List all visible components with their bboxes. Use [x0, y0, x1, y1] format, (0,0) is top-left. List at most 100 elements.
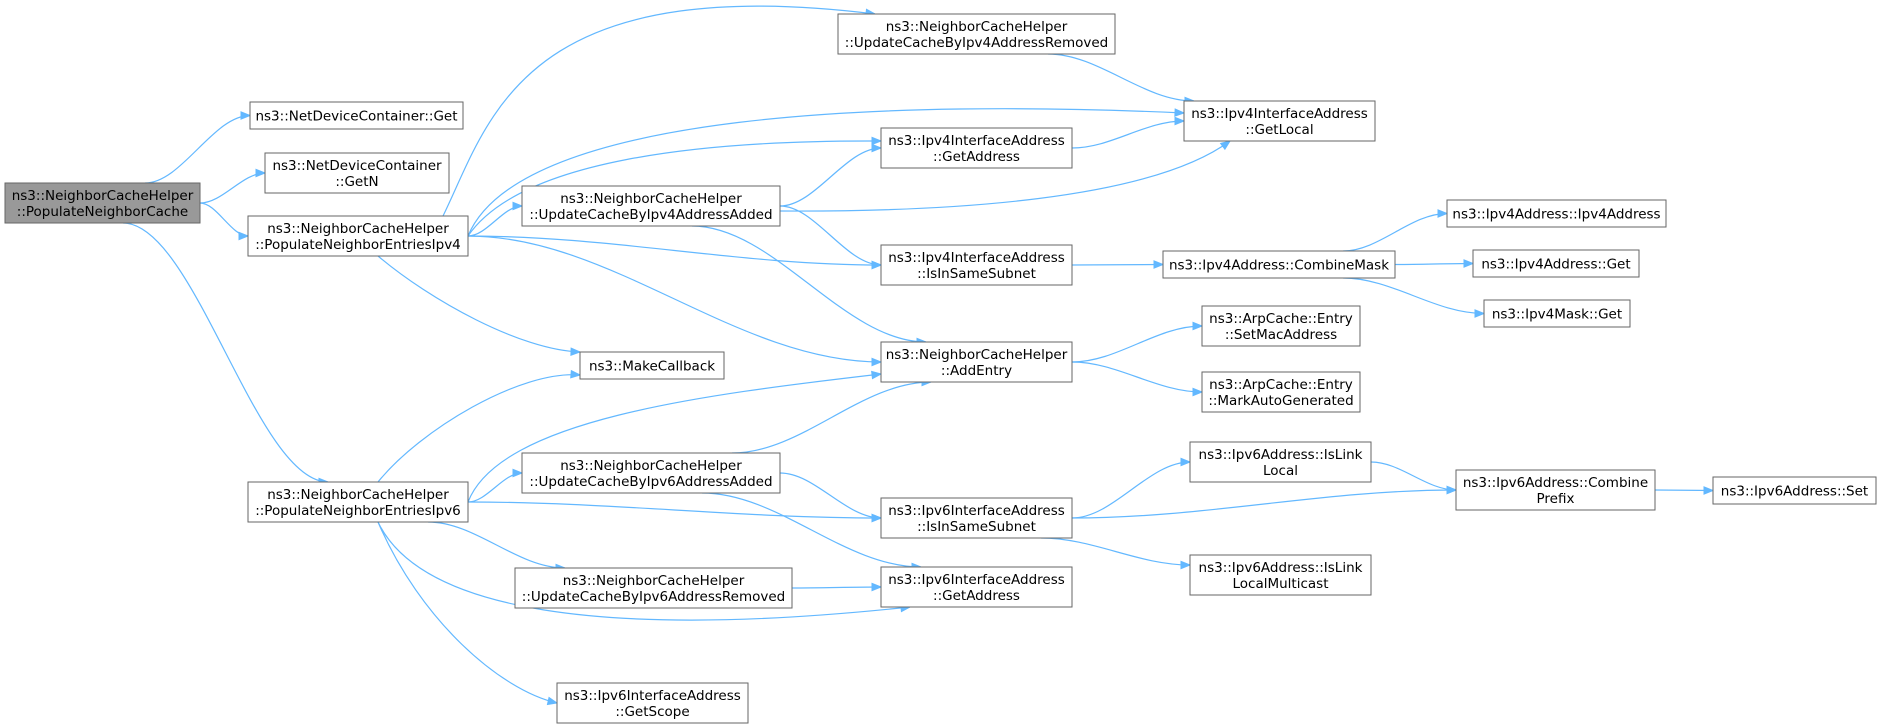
node-label-line: ::MarkAutoGenerated — [1208, 393, 1353, 409]
edge-populate_neighbor_cache-to-populate_entries_ipv6 — [122, 222, 330, 487]
node-label-line: ns3::Ipv6InterfaceAddress — [888, 572, 1065, 588]
edge-line — [442, 5, 876, 217]
node-ipv4addr-get[interactable]: ns3::Ipv4Address::Get — [1472, 249, 1640, 278]
node-populate-neighbor-cache[interactable]: ns3::NeighborCacheHelper::PopulateNeighb… — [4, 182, 201, 224]
node-box — [247, 215, 469, 257]
node-label-line: ns3::NeighborCacheHelper — [560, 191, 742, 207]
node-box — [1455, 469, 1656, 511]
node-label-line: ns3::NeighborCacheHelper — [563, 573, 745, 589]
node-box — [880, 341, 1073, 383]
node-box — [1183, 100, 1376, 142]
node-label-line: ::PopulateNeighborEntriesIpv6 — [255, 503, 461, 519]
node-ipv4addr-ctor[interactable]: ns3::Ipv4Address::Ipv4Address — [1446, 199, 1667, 228]
edge-line — [731, 381, 932, 454]
node-ipv4if-getlocal[interactable]: ns3::Ipv4InterfaceAddress::GetLocal — [1183, 100, 1376, 142]
node-ipv6if-getaddress[interactable]: ns3::Ipv6InterfaceAddress::GetAddress — [880, 566, 1073, 608]
edge-line — [467, 108, 1185, 237]
node-label-line: ns3::Ipv4InterfaceAddress — [1191, 106, 1368, 122]
node-arp-markauto[interactable]: ns3::ArpCache::Entry::MarkAutoGenerated — [1201, 371, 1361, 413]
node-update-ipv4-removed[interactable]: ns3::NeighborCacheHelper::UpdateCacheByI… — [837, 13, 1116, 55]
node-box — [521, 452, 781, 494]
node-netdevicecontainer-get[interactable]: ns3::NetDeviceContainer::Get — [249, 101, 464, 130]
node-label-line: ns3::Ipv4Address::Ipv4Address — [1452, 207, 1660, 223]
edge-line — [199, 202, 249, 237]
node-label-line: ns3::NeighborCacheHelper — [267, 221, 449, 237]
edge-line — [1071, 120, 1185, 149]
node-box — [556, 682, 749, 724]
edge-populate_neighbor_cache-to-netdevicecontainer_get — [144, 111, 252, 184]
edge-arrowhead — [871, 357, 883, 367]
edge-ipv6if_isinsamesubnet-to-ipv6addr_islinklocal — [1071, 457, 1192, 519]
edge-populate_entries_ipv4-to-update_ipv4_removed — [442, 5, 877, 217]
edge-ipv4addr_combinemask-to-ipv4addr_ctor — [1342, 209, 1449, 252]
node-ipv6if-isinsamesubnet[interactable]: ns3::Ipv6InterfaceAddress::IsInSameSubne… — [880, 497, 1073, 539]
edge-line — [779, 205, 882, 266]
node-arp-setmac[interactable]: ns3::ArpCache::Entry::SetMacAddress — [1201, 305, 1361, 347]
node-label-line: ns3::Ipv6InterfaceAddress — [888, 503, 1065, 519]
node-update-ipv4-added[interactable]: ns3::NeighborCacheHelper::UpdateCacheByI… — [521, 185, 781, 227]
edge-populate_entries_ipv6-to-ipv6if_isinsamesubnet — [467, 501, 883, 523]
node-box — [249, 101, 464, 130]
node-label-line: ::UpdateCacheByIpv6AddressAdded — [529, 474, 772, 490]
edge-update_ipv6_added-to-add_entry — [731, 377, 933, 454]
edge-populate_neighbor_cache-to-populate_entries_ipv4 — [199, 202, 250, 241]
node-label-line: ns3::MakeCallback — [589, 359, 715, 375]
node-box — [579, 351, 725, 380]
node-netdevicecontainer-getn[interactable]: ns3::NetDeviceContainer::GetN — [264, 152, 450, 194]
node-label-line: ns3::Ipv6InterfaceAddress — [564, 688, 741, 704]
node-update-ipv6-added[interactable]: ns3::NeighborCacheHelper::UpdateCacheByI… — [521, 452, 781, 494]
node-update-ipv6-removed[interactable]: ns3::NeighborCacheHelper::UpdateCacheByI… — [514, 567, 793, 609]
node-ipv6addr-set[interactable]: ns3::Ipv6Address::Set — [1712, 476, 1877, 505]
node-add-entry[interactable]: ns3::NeighborCacheHelper::AddEntry — [880, 341, 1073, 383]
node-box — [514, 567, 793, 609]
edge-line — [467, 140, 882, 237]
edge-arrowhead — [546, 696, 559, 706]
edge-add_entry-to-arp_setmac — [1071, 321, 1204, 363]
edge-populate_entries_ipv4-to-make_callback — [377, 255, 582, 357]
node-label-line: ns3::NeighborCacheHelper — [886, 347, 1068, 363]
edge-line — [1370, 461, 1457, 491]
edge-line — [377, 521, 911, 621]
node-label-line: ns3::Ipv6Address::IsLink — [1199, 560, 1363, 576]
node-box — [1201, 305, 1361, 347]
node-ipv4if-getaddress[interactable]: ns3::Ipv4InterfaceAddress::GetAddress — [880, 127, 1073, 169]
node-box — [837, 13, 1116, 55]
edge-line — [1040, 537, 1191, 566]
edge-line — [467, 235, 882, 266]
node-box — [1201, 371, 1361, 413]
edge-line — [701, 492, 922, 568]
node-label-line: ::GetAddress — [933, 588, 1020, 604]
node-label-line: ::PopulateNeighborCache — [17, 204, 188, 220]
edge-arrowhead — [238, 231, 250, 241]
edge-arrowhead — [1463, 259, 1475, 268]
edge-ipv4addr_combinemask-to-ipv4addr_get — [1394, 259, 1475, 268]
edge-arrowhead — [570, 347, 582, 357]
edge-line — [1071, 263, 1164, 266]
edge-update_ipv4_added-to-ipv4if_getlocal — [779, 140, 1232, 212]
edge-arrowhead — [570, 369, 582, 379]
edge-arrowhead — [1174, 116, 1186, 126]
edge-populate_entries_ipv4-to-add_entry — [467, 235, 883, 367]
node-ipv4addr-combinemask[interactable]: ns3::Ipv4Address::CombineMask — [1162, 250, 1396, 279]
node-box — [1189, 554, 1372, 596]
node-ipv4if-isinsamesubnet[interactable]: ns3::Ipv4InterfaceAddress::IsInSameSubne… — [880, 244, 1073, 286]
node-populate-entries-ipv6[interactable]: ns3::NeighborCacheHelper::PopulateNeighb… — [247, 481, 469, 523]
node-box — [1162, 250, 1396, 279]
node-make-callback[interactable]: ns3::MakeCallback — [579, 351, 725, 380]
node-label-line: ns3::Ipv4InterfaceAddress — [888, 250, 1065, 266]
edge-line — [199, 172, 266, 204]
node-box — [880, 566, 1073, 608]
edge-arrowhead — [1192, 321, 1204, 331]
edge-arrowhead — [871, 370, 883, 380]
node-box — [1472, 249, 1640, 278]
node-ipv4mask-get[interactable]: ns3::Ipv4Mask::Get — [1483, 299, 1631, 328]
node-ipv6if-getscope[interactable]: ns3::Ipv6InterfaceAddress::GetScope — [556, 682, 749, 724]
edge-update_ipv6_removed-to-ipv6if_getaddress — [791, 582, 883, 592]
edge-populate_entries_ipv4-to-ipv4if_getaddress — [467, 136, 883, 237]
node-populate-entries-ipv4[interactable]: ns3::NeighborCacheHelper::PopulateNeighb… — [247, 215, 469, 257]
node-box — [4, 182, 201, 224]
